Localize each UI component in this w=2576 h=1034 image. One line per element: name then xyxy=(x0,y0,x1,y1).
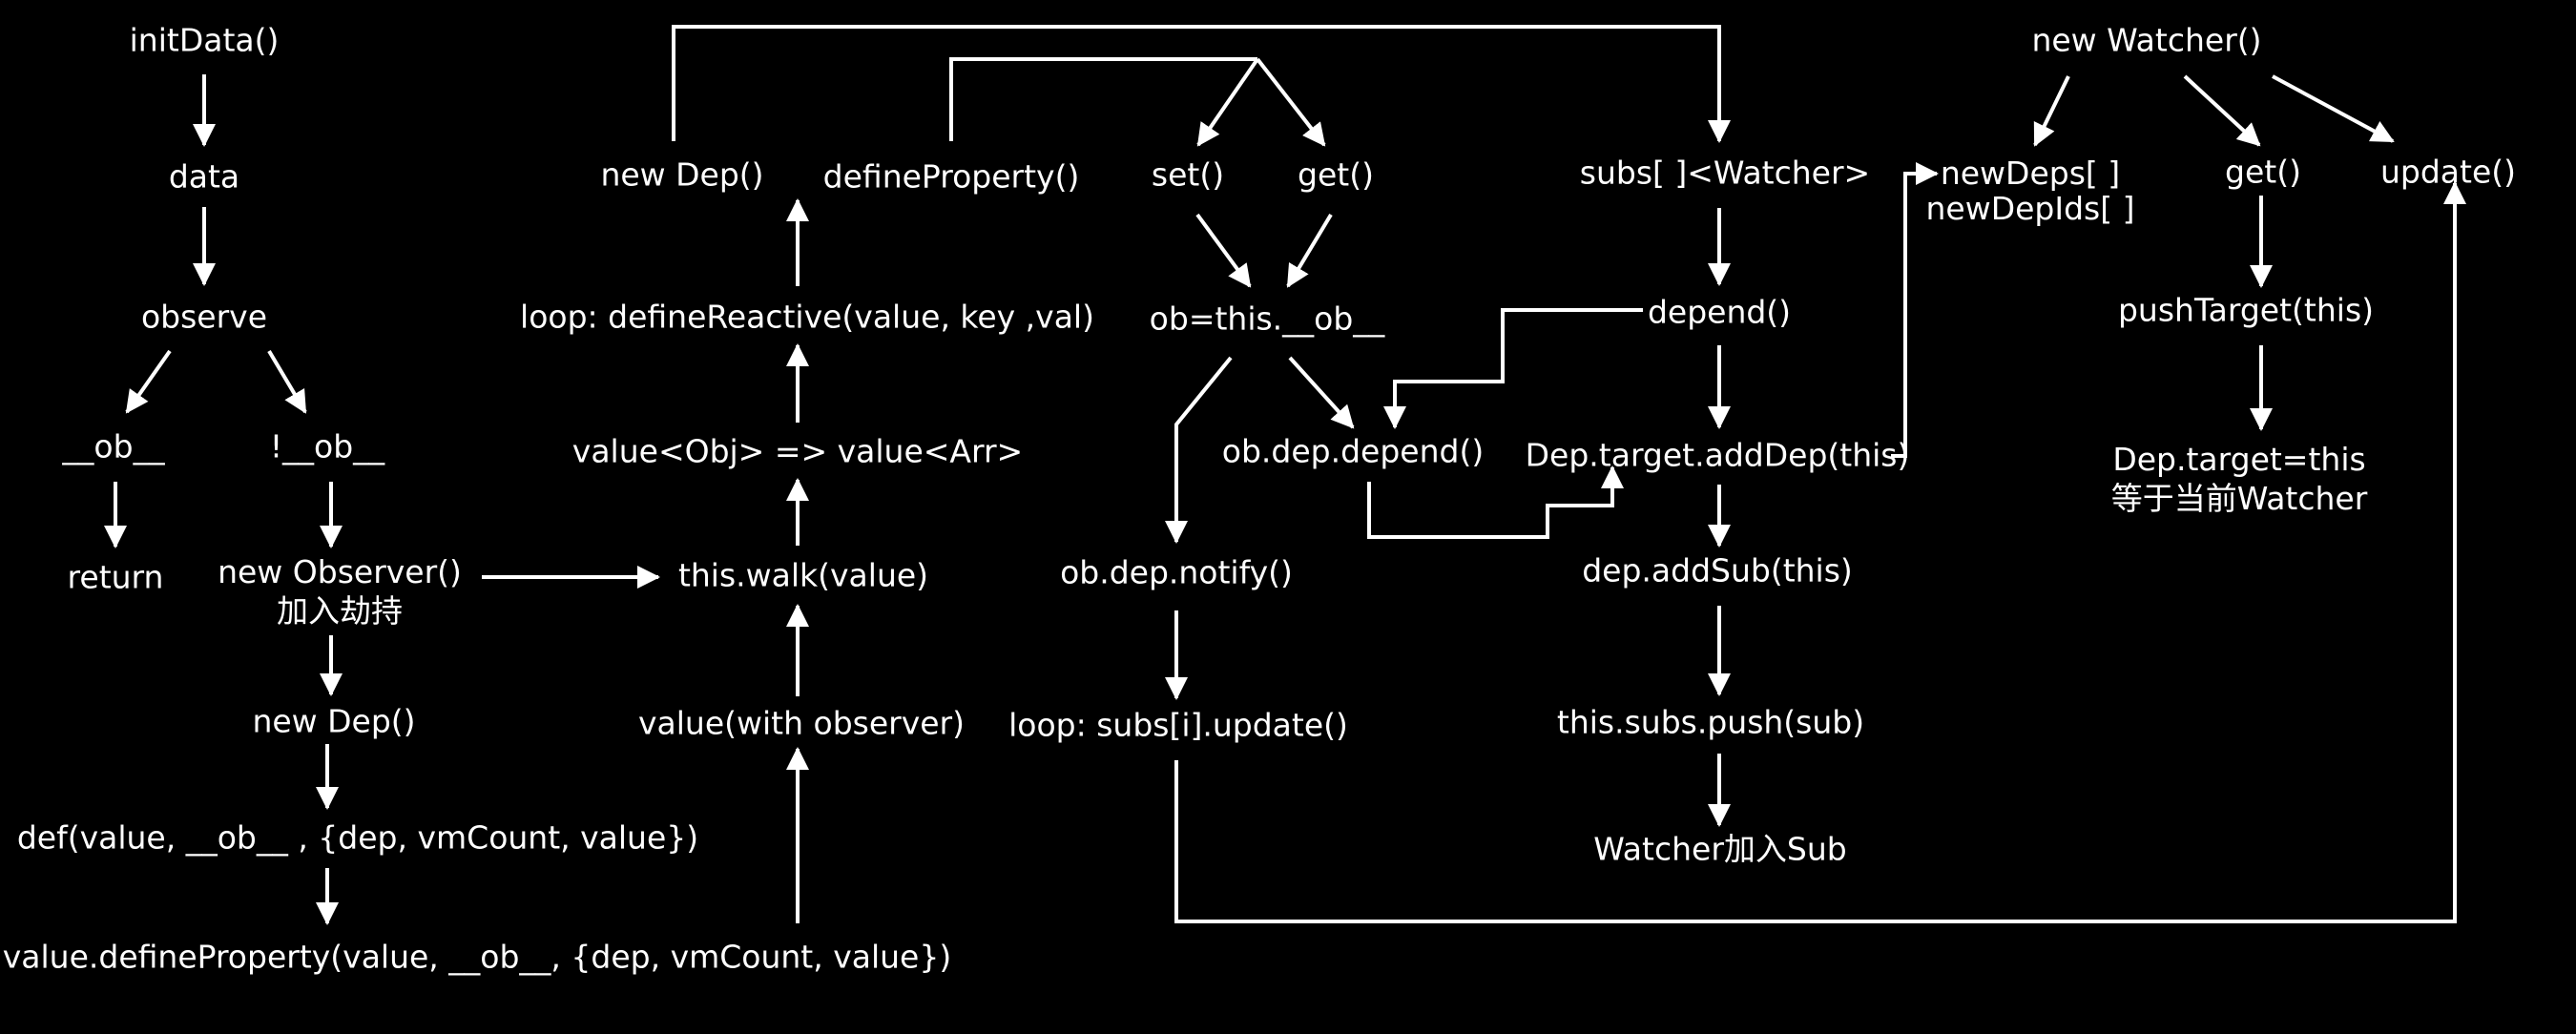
node-new-observer-label: new Observer() xyxy=(218,553,462,590)
node-new-deps-label: newDeps[ ] xyxy=(1940,155,2121,192)
node-dep-target-this-label: Dep.target=this xyxy=(2112,441,2366,478)
arrow-ob-dep-depend-to-add-dep xyxy=(1367,465,1624,539)
arrow-new-watcher-to-update xyxy=(2272,74,2395,143)
node-new-deps: newDeps[ ] newDepIds[ ] xyxy=(1926,157,2135,224)
node-value-with-observer: value(with observer) xyxy=(638,704,965,742)
node-dep-target-this: Dep.target=this 等于当前Watcher xyxy=(2111,444,2368,514)
arrow-new-watcher-to-new-deps xyxy=(2033,75,2070,147)
node-loop-subs-update: loop: subs[i].update() xyxy=(1008,706,1348,744)
node-subs-watcher: subs[ ]<Watcher> xyxy=(1579,154,1871,192)
node-this-walk: this.walk(value) xyxy=(677,556,929,594)
arrow-add-dep-to-new-deps xyxy=(1891,162,1939,458)
arrow-depend-to-ob-dep-depend xyxy=(1383,308,1643,429)
connector-define-property-to-split xyxy=(949,57,1257,141)
arrow-ob-this-to-ob-dep-depend xyxy=(1288,356,1355,429)
arrow-new-watcher-to-get xyxy=(2183,74,2261,147)
node-new-observer-note: 加入劫持 xyxy=(277,592,403,630)
node-observe: observe xyxy=(140,298,268,336)
arrow-get-to-ob-this xyxy=(1286,213,1333,288)
node-dep-target-note: 等于当前Watcher xyxy=(2110,480,2368,517)
node-this-subs-push: this.subs.push(sub) xyxy=(1556,703,1865,741)
arrow-set-to-ob-this xyxy=(1195,213,1252,288)
node-watcher-add-sub: Watcher加入Sub xyxy=(1593,830,1847,868)
node-new-watcher: new Watcher() xyxy=(2031,21,2262,59)
node-update: update() xyxy=(2379,153,2517,191)
node-init-data: initData() xyxy=(129,21,280,59)
node-ob-this: ob=this.__ob__ xyxy=(1149,300,1385,338)
node-new-dep-top: new Dep() xyxy=(600,155,764,194)
node-ob-dep-notify: ob.dep.notify() xyxy=(1060,553,1293,591)
node-loop-define-reactive: loop: defineReactive(value, key ,val) xyxy=(520,298,1094,336)
node-ob-dep-depend: ob.dep.depend() xyxy=(1221,432,1485,470)
node-watcher-get: get() xyxy=(2225,153,2301,191)
arrow-new-dep-to-subs xyxy=(672,25,1731,143)
arrow-split-to-get xyxy=(1256,57,1326,147)
node-set: set() xyxy=(1151,155,1225,194)
arrow-observe-to-not-ob xyxy=(267,349,307,414)
node-depend: depend() xyxy=(1647,293,1792,331)
node-def-call: def(value, __ob__ , {dep, vmCount, value… xyxy=(16,818,699,857)
arrow-split-to-set xyxy=(1196,57,1259,147)
node-not-ob: !__ob__ xyxy=(269,427,385,465)
node-new-dep-left: new Dep() xyxy=(252,702,416,740)
node-dep-add-sub: dep.addSub(this) xyxy=(1582,551,1853,589)
node-data: data xyxy=(168,157,240,196)
arrow-ob-this-to-ob-dep-notify xyxy=(1165,356,1233,544)
node-define-property: defineProperty() xyxy=(822,157,1080,196)
node-value-define-property: value.defineProperty(value, __ob__, {dep… xyxy=(2,938,952,976)
node-dep-target-add-dep: Dep.target.addDep(this) xyxy=(1525,436,1910,474)
node-push-target: pushTarget(this) xyxy=(2117,291,2375,329)
node-get: get() xyxy=(1298,155,1374,194)
arrow-loop-update-to-watcher-update xyxy=(1174,181,2466,923)
arrow-observe-to-has-ob xyxy=(125,349,172,414)
node-has-ob: __ob__ xyxy=(62,427,165,465)
node-new-dep-ids-label: newDepIds[ ] xyxy=(1925,190,2135,227)
node-new-observer: new Observer() 加入劫持 xyxy=(218,556,462,627)
node-return: return xyxy=(67,558,164,596)
node-value-obj-arr: value<Obj> => value<Arr> xyxy=(571,432,1024,470)
